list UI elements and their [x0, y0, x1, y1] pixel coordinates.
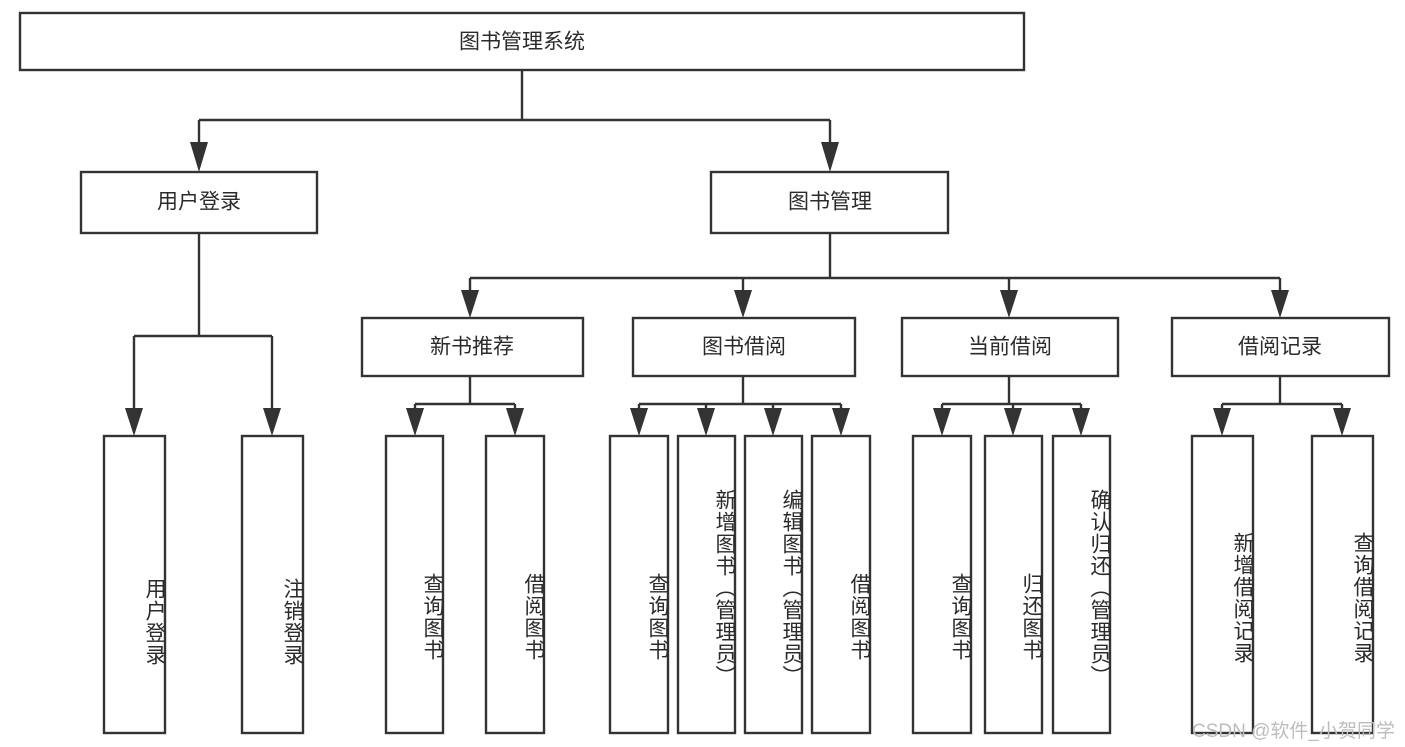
node-label-book-management: 图书管理	[788, 191, 872, 214]
arrowhead-current-to-return	[1004, 408, 1022, 436]
node-box-leaf-4[interactable]	[608, 434, 670, 735]
connector-root-trunk	[197, 70, 832, 142]
node-box-current-borrow[interactable]	[900, 316, 1120, 378]
node-label-borrow-record: 借阅记录	[1238, 336, 1322, 359]
arrowhead-borrow-to-query	[630, 408, 648, 436]
arrowhead-borrow-to-lend	[832, 408, 850, 436]
node-box-leaf-6[interactable]	[743, 434, 804, 735]
node-label-book-borrow: 图书借阅	[702, 336, 786, 359]
node-label-new-book-recommend: 新书推荐	[430, 336, 514, 359]
arrowhead-userlogin-to-logout	[263, 408, 281, 436]
connector-current-trunk	[940, 376, 1083, 410]
node-box-leaf-11[interactable]	[1190, 434, 1255, 735]
arrowhead-borrow-to-add	[697, 408, 715, 436]
arrowhead-newbook-to-borrow	[506, 408, 524, 436]
arrowhead-borrow-to-edit	[764, 408, 782, 436]
node-box-new-book-recommend[interactable]	[360, 316, 585, 378]
arrowhead-userlogin-to-login	[125, 408, 143, 436]
node-box-root[interactable]	[18, 11, 1026, 72]
node-box-leaf-9[interactable]	[983, 434, 1044, 735]
node-label-user-login: 用户登录	[157, 191, 241, 214]
node-box-borrow-record[interactable]	[1170, 316, 1391, 378]
node-layer: 图书管理系统 用户登录 图书管理 新书推荐 图书借阅 当前借阅 借阅记录	[18, 11, 1391, 735]
node-box-leaf-5[interactable]	[676, 434, 737, 735]
connector-userlogin-trunk	[132, 233, 274, 408]
node-label-root: 图书管理系统	[459, 31, 585, 54]
node-box-leaf-12[interactable]	[1310, 434, 1375, 735]
node-box-leaf-8[interactable]	[911, 434, 973, 735]
node-box-leaf-7[interactable]	[810, 434, 872, 735]
connector-layer	[125, 70, 1351, 436]
arrowhead-record-to-add	[1213, 408, 1231, 436]
csdn-watermark: CSDN @软件_小贺同学	[1192, 721, 1395, 742]
node-label-current-borrow: 当前借阅	[968, 336, 1052, 359]
node-box-book-borrow[interactable]	[631, 316, 857, 378]
arrowhead-newbook-to-query	[406, 408, 424, 436]
arrowhead-bookmgmt-to-current	[1000, 290, 1018, 318]
node-box-leaf-0[interactable]	[102, 434, 167, 735]
connector-bookmgmt-trunk	[468, 233, 1282, 290]
connector-borrow-trunk	[637, 376, 843, 410]
node-box-leaf-3[interactable]	[484, 434, 546, 735]
arrowhead-bookmgmt-to-record	[1271, 290, 1289, 318]
node-box-leaf-10[interactable]	[1051, 434, 1112, 735]
connector-newbook-trunk	[413, 376, 517, 410]
connector-record-trunk	[1220, 376, 1344, 410]
arrowhead-current-to-query	[933, 408, 951, 436]
arrowhead-current-to-confirm	[1072, 408, 1090, 436]
node-box-leaf-1[interactable]	[240, 434, 305, 735]
arrowhead-bookmgmt-to-newbook	[461, 290, 479, 318]
arrowhead-root-to-book-mgmt	[821, 142, 839, 172]
node-box-book-management[interactable]	[709, 170, 950, 235]
arrowhead-root-to-user-login	[190, 142, 208, 172]
arrowhead-record-to-query	[1333, 408, 1351, 436]
node-box-leaf-2[interactable]	[384, 434, 445, 735]
node-box-user-login[interactable]	[79, 170, 319, 235]
arrowhead-bookmgmt-to-borrow	[734, 290, 752, 318]
